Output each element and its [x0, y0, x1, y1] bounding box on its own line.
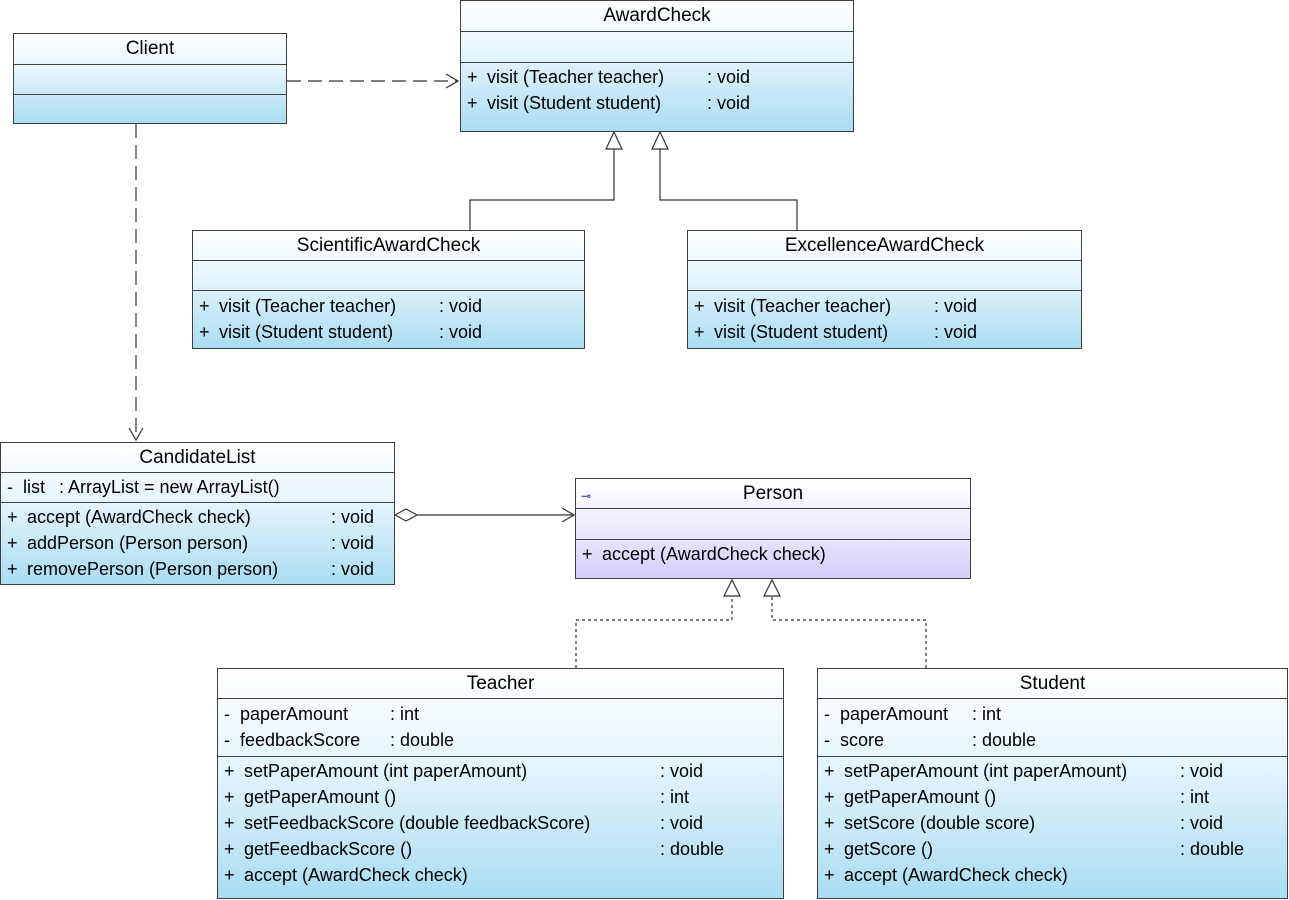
aggregation-diamond — [393, 508, 419, 522]
attributes-section — [193, 261, 584, 291]
generalization-scientific — [469, 149, 615, 230]
dependency-arrowhead-awardcheck — [445, 73, 460, 89]
class-name: Client — [14, 34, 286, 65]
class-name: ⊸ Person — [576, 479, 970, 509]
class-scientific-award-check[interactable]: ScientificAwardCheck + visit (Teacher te… — [192, 230, 585, 349]
attributes-section: - paperAmount : int - feedbackScore : do… — [218, 699, 783, 757]
attributes-section: - paperAmount : int - score : double — [818, 699, 1287, 757]
class-name: Student — [818, 669, 1287, 699]
aggregation-arrowhead — [561, 507, 576, 523]
operations-section: + setPaperAmount (int paperAmount) : voi… — [824, 761, 1245, 885]
attributes-section — [688, 261, 1081, 291]
attributes-section — [461, 32, 853, 63]
class-candidate-list[interactable]: CandidateList - list : ArrayList = new A… — [0, 442, 395, 585]
realization-student — [771, 596, 927, 668]
interface-icon: ⊸ — [581, 489, 592, 503]
attributes-section — [576, 509, 970, 540]
attributes-section — [14, 65, 286, 95]
operations-section: + accept (AwardCheck check) — [582, 544, 826, 564]
operations-section: + setPaperAmount (int paperAmount) : voi… — [224, 761, 725, 885]
class-award-check[interactable]: AwardCheck + visit (Teacher teacher) : v… — [460, 0, 854, 132]
class-name: AwardCheck — [461, 1, 853, 32]
realization-teacher — [575, 596, 733, 668]
class-name: ScientificAwardCheck — [193, 231, 584, 261]
class-name: CandidateList — [1, 443, 394, 473]
class-excellence-award-check[interactable]: ExcellenceAwardCheck + visit (Teacher te… — [687, 230, 1082, 349]
generalization-triangle-excellence — [651, 130, 669, 150]
operations-section: + accept (AwardCheck check) : void + add… — [7, 507, 375, 579]
class-name: ExcellenceAwardCheck — [688, 231, 1081, 261]
realization-triangle-teacher — [723, 578, 741, 597]
operations-section — [14, 95, 286, 123]
operations-section: + visit (Teacher teacher) : void + visit… — [467, 67, 751, 113]
operations-section: + visit (Teacher teacher) : void + visit… — [199, 296, 483, 342]
generalization-excellence — [659, 149, 798, 230]
class-student[interactable]: Student - paperAmount : int - score : do… — [817, 668, 1288, 899]
class-name: Teacher — [218, 669, 783, 699]
class-client[interactable]: Client — [13, 33, 287, 124]
operations-section: + visit (Teacher teacher) : void + visit… — [694, 296, 978, 342]
attributes-section: - list : ArrayList = new ArrayList() — [1, 473, 394, 503]
class-person[interactable]: ⊸ Person + accept (AwardCheck check) — [575, 478, 971, 579]
class-teacher[interactable]: Teacher - paperAmount : int - feedbackSc… — [217, 668, 784, 899]
generalization-triangle-scientific — [605, 130, 623, 150]
realization-triangle-student — [763, 578, 781, 597]
dependency-arrowhead-candidatelist — [128, 427, 144, 442]
